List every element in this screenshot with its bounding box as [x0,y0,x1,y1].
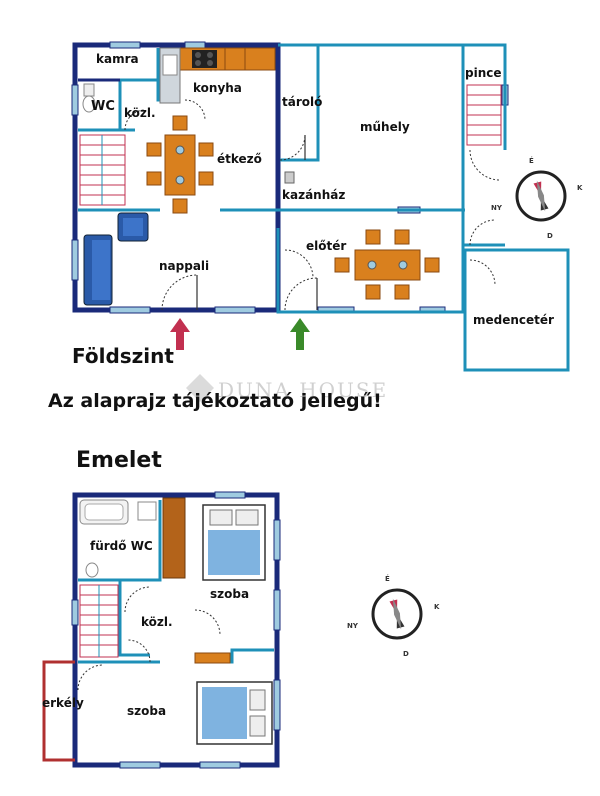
door-swings [124,99,501,311]
room-label-szoba-2: szoba [127,704,167,718]
staircase-upper [79,584,119,658]
room-label-szoba-1: szoba [210,587,250,601]
ground-floor-title: Földszint [72,344,174,368]
compass-ground [515,170,567,222]
entrance-arrow-red [170,318,190,350]
room-label-medenceter: medencetér [473,313,554,327]
compass2-north-label: É [385,575,390,583]
watermark-logo [186,374,214,402]
dresser [194,652,231,664]
compass-west-label: NY [491,204,502,212]
dining-table [146,115,214,214]
interior-walls [78,43,507,314]
balcony-outline [42,660,75,762]
medencet-room [463,248,570,372]
sofa [83,212,149,306]
room-label-tarolo: tároló [282,95,323,109]
room-label-kozl-upper: közl. [141,615,173,629]
compass2-west-label: NY [347,622,358,630]
watermark-text: DUNA HOUSE [218,378,389,402]
bed-2 [196,681,273,745]
room-label-furdo-wc: fürdő WC [90,539,153,553]
toilet [82,83,96,113]
staircase [79,134,126,206]
boiler [284,171,295,184]
room-label-kozl: közl. [124,106,156,120]
room-label-konyha: konyha [193,81,242,95]
room-label-kamra: kamra [96,52,139,66]
disclaimer-text: Az alaprajz tájékoztató jellegű! [48,390,382,412]
bathtub [79,499,157,525]
room-label-pince: pince [465,66,502,80]
dining-table-eloter [334,229,440,300]
room-label-erkely: erkély [42,696,84,710]
room-label-etkezo: étkező [217,152,262,166]
room-label-nappali: nappali [159,259,210,273]
wardrobe [162,497,186,579]
bed-1 [202,504,266,581]
compass-upper [371,588,423,640]
compass2-south-label: D [403,650,409,658]
kitchen-counter [159,47,276,104]
room-label-kazanhaz: kazánház [282,188,346,202]
toilet-upper [85,562,99,578]
compass-east-label: K [577,184,583,192]
room-label-wc: WC [91,99,115,114]
entrance-arrow-green [290,318,310,350]
ground-floor-plan [71,41,570,372]
compass2-east-label: K [434,603,440,611]
room-label-eloter: előtér [306,239,347,253]
upper-floor-title: Emelet [76,448,162,473]
room-label-muhely: műhely [360,120,410,134]
compass-north-label: É [529,157,534,165]
compass-south-label: D [547,232,553,240]
staircase-pince [466,84,502,146]
upper-floor-plan [42,491,281,769]
